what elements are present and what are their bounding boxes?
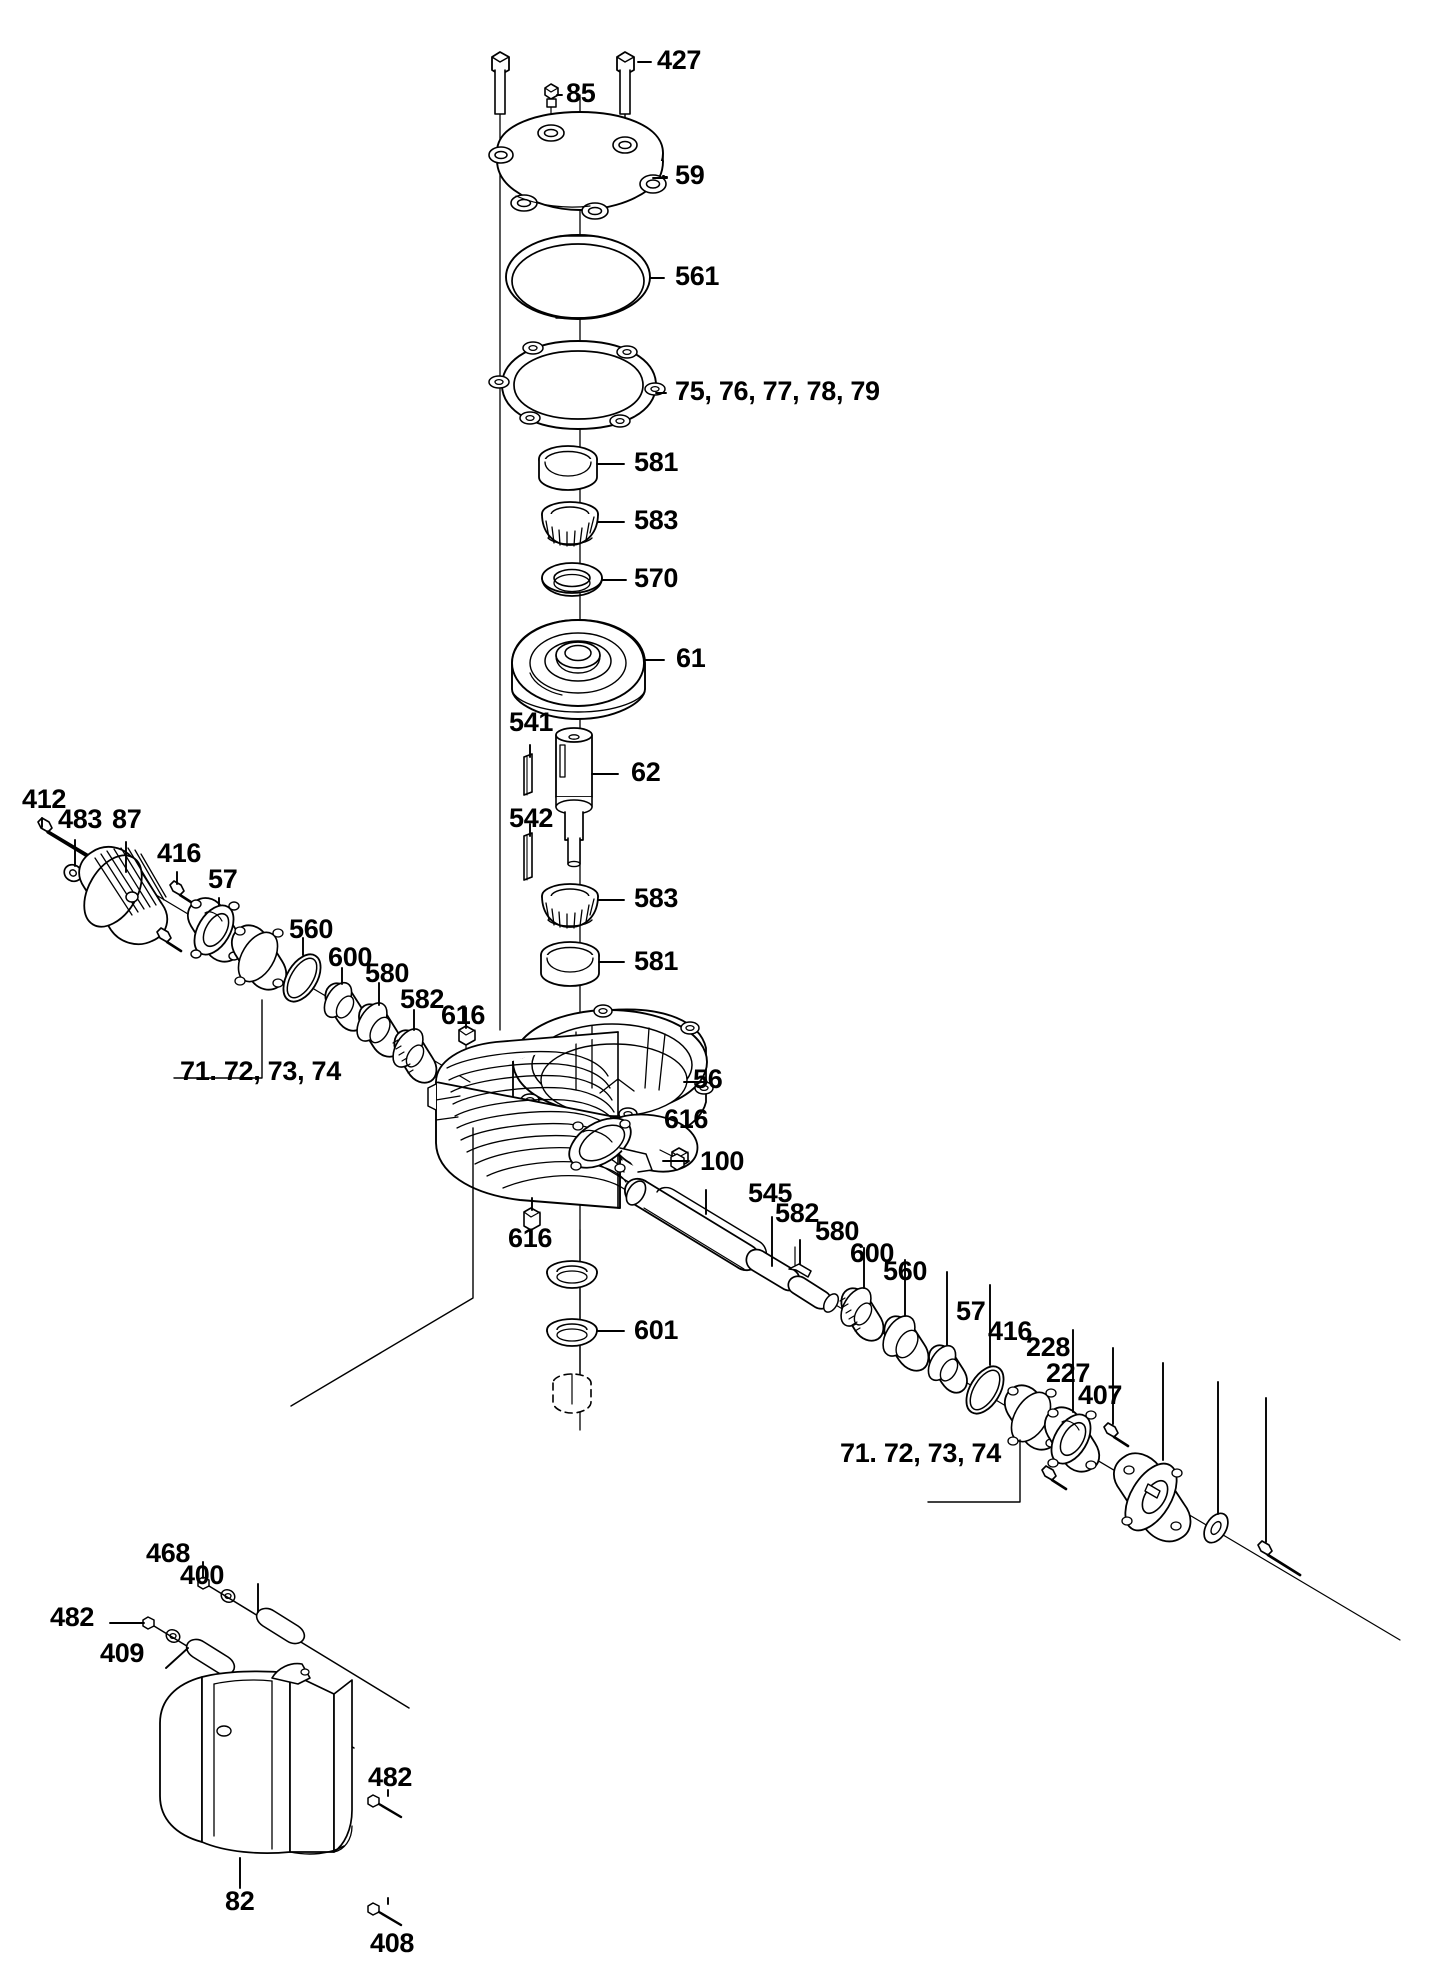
callout-75-79: 75, 76, 77, 78, 79 <box>675 376 880 406</box>
callout-56: 56 <box>693 1064 723 1094</box>
callout-582-right: 582 <box>775 1198 820 1228</box>
callout-61: 61 <box>676 643 706 673</box>
callout-581-lower: 581 <box>634 946 679 976</box>
callout-542: 542 <box>509 803 554 833</box>
callout-600-left: 600 <box>328 942 373 972</box>
callout-468: 468 <box>146 1538 191 1568</box>
callout-482-upper: 482 <box>50 1602 95 1632</box>
callout-59: 59 <box>675 160 705 190</box>
callout-482-lower: 482 <box>368 1762 413 1792</box>
callout-228: 228 <box>1026 1332 1071 1362</box>
callout-408: 408 <box>370 1928 415 1958</box>
callout-582-left: 582 <box>400 984 445 1014</box>
callout-561: 561 <box>675 261 720 291</box>
callout-545: 545 <box>748 1178 793 1208</box>
callout-580-left: 580 <box>365 958 410 988</box>
callout-600-right: 600 <box>850 1238 895 1268</box>
callout-581-upper: 581 <box>634 447 679 477</box>
callout-560-left: 560 <box>289 914 334 944</box>
callout-560-right: 560 <box>883 1256 928 1286</box>
callout-616-left: 616 <box>441 1000 486 1030</box>
callout-57-left: 57 <box>208 864 238 894</box>
callout-71-74-left: 71. 72, 73, 74 <box>180 1056 341 1086</box>
callout-483: 483 <box>58 804 103 834</box>
callout-427: 427 <box>657 45 702 75</box>
callout-87: 87 <box>112 804 142 834</box>
callout-82: 82 <box>225 1886 255 1916</box>
callout-416-right: 416 <box>988 1316 1033 1346</box>
callout-62: 62 <box>631 757 661 787</box>
callout-57-right: 57 <box>956 1296 986 1326</box>
callout-416-left: 416 <box>157 838 202 868</box>
callout-601: 601 <box>634 1315 679 1345</box>
callout-580-right: 580 <box>815 1216 860 1246</box>
callout-227: 227 <box>1046 1358 1091 1388</box>
callout-100: 100 <box>700 1146 745 1176</box>
callout-616-bottom: 616 <box>508 1223 553 1253</box>
callout-583-upper: 583 <box>634 505 679 535</box>
callout-570: 570 <box>634 563 679 593</box>
callout-85: 85 <box>566 78 596 108</box>
callout-583-lower: 583 <box>634 883 679 913</box>
callout-409: 409 <box>100 1638 145 1668</box>
callout-541: 541 <box>509 707 554 737</box>
callout-71-74-right: 71. 72, 73, 74 <box>840 1438 1001 1468</box>
callout-400: 400 <box>180 1560 225 1590</box>
callout-412: 412 <box>22 784 67 814</box>
callout-407: 407 <box>1078 1380 1123 1410</box>
callout-616-right: 616 <box>664 1104 709 1134</box>
